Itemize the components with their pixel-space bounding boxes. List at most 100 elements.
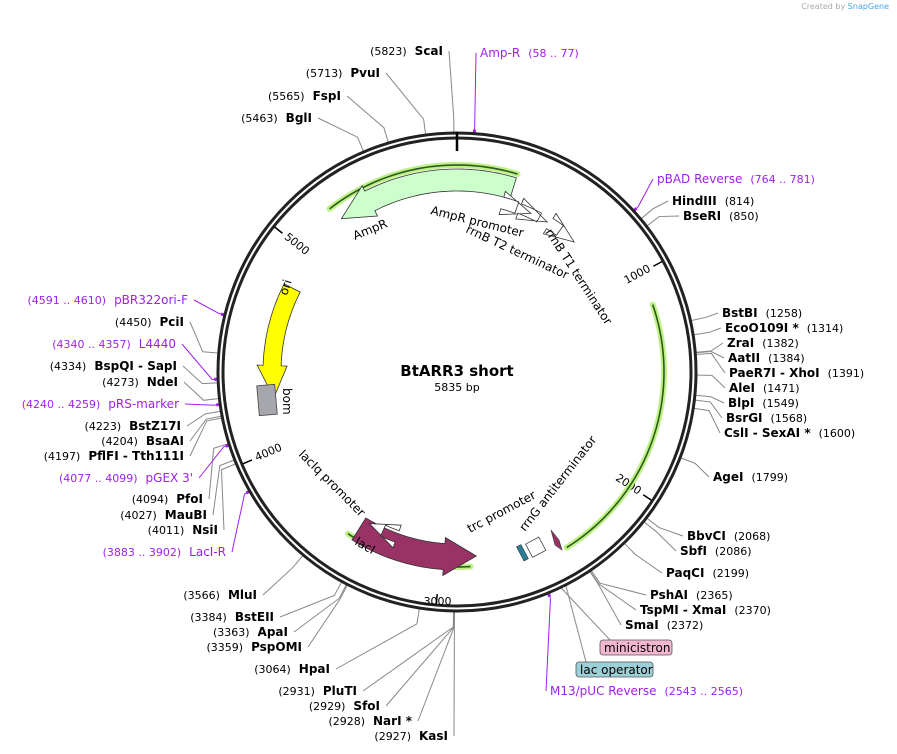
primer-label[interactable]: (3883 .. 3902)LacI-R — [103, 545, 226, 559]
feature-label[interactable]: bom — [280, 388, 294, 415]
rrng-antiterminator-feature[interactable] — [550, 529, 563, 551]
cut-site-label[interactable]: (4011)NsiI — [148, 523, 218, 537]
feature-label[interactable]: rrnG antiterminator — [516, 433, 599, 534]
feature-label[interactable]: ori — [277, 278, 295, 297]
cut-site-label[interactable]: (3363)ApaI — [213, 625, 288, 639]
rrnb-t2-terminator-feature[interactable] — [515, 197, 549, 223]
cut-site-label[interactable]: (4197)PflFI - Tth111I — [44, 449, 184, 463]
site-position: (4011) — [148, 524, 185, 537]
site-position: (4027) — [120, 509, 157, 522]
site-name: HindIII — [672, 194, 717, 208]
cut-site-label[interactable]: (4273)NdeI — [102, 375, 178, 389]
site-name: KasI — [419, 729, 448, 743]
site-position: (4334) — [50, 360, 87, 373]
site-name: MluI — [228, 588, 257, 602]
rrnb-t1-terminator-feature[interactable] — [542, 212, 575, 243]
feature-label[interactable]: lacIq promoter — [296, 447, 368, 519]
cut-site-label[interactable]: (4223) BstZ17I — [85, 419, 181, 433]
cut-site-label[interactable]: (2928)NarI * — [328, 714, 412, 728]
cut-site-label[interactable]: SbfI(2086) — [680, 544, 752, 558]
cut-site-label[interactable]: (4334) BspQI - SapI — [50, 359, 177, 373]
site-position: (4240 .. 4259) — [22, 398, 101, 411]
primer-label[interactable]: Amp-R(58 .. 77) — [480, 46, 579, 60]
cut-site-label[interactable]: PaqCI(2199) — [666, 566, 749, 580]
cut-site-label[interactable]: BsrGI(1568) — [726, 411, 807, 425]
feature-label[interactable]: rrnB T1 terminator — [542, 226, 615, 327]
ampr-orf[interactable] — [329, 164, 518, 210]
laci-feature[interactable] — [351, 517, 478, 577]
site-position: (4591 .. 4610) — [28, 294, 107, 307]
primer-label[interactable]: pBAD Reverse(764 .. 781) — [657, 172, 815, 186]
orf-right[interactable] — [566, 304, 665, 549]
cut-site-label[interactable]: PshAI(2365) — [650, 588, 733, 602]
ampr-feature[interactable] — [340, 168, 517, 220]
cut-site-label[interactable]: BlpI(1549) — [728, 396, 799, 410]
site-position: (850) — [729, 210, 759, 223]
cut-site-label[interactable]: (3566)MluI — [183, 588, 257, 602]
plasmid-length: 5835 bp — [434, 381, 479, 394]
site-name: PflFI - Tth111I — [88, 449, 184, 463]
cut-site-label[interactable]: (4094)PfoI — [132, 492, 203, 506]
cut-site-label[interactable]: BstBI(1258) — [722, 306, 802, 320]
ori-feature[interactable] — [256, 283, 301, 399]
lac-operator-label[interactable]: lac operator — [580, 663, 653, 677]
primer-label[interactable]: (4591 .. 4610)pBR322ori-F — [28, 293, 189, 307]
cut-site-label[interactable]: AgeI(1799) — [713, 470, 788, 484]
feature-label[interactable]: AmpR — [351, 216, 389, 242]
snapgene-brand: SnapGene — [847, 2, 889, 11]
site-name: BspQI - SapI — [94, 359, 177, 373]
primer-label[interactable]: (4077 .. 4099)pGEX 3' — [59, 471, 193, 485]
site-name: BstZ17I — [129, 419, 181, 433]
cut-site-label[interactable]: (3064)HpaI — [254, 662, 330, 676]
cut-site-label[interactable]: BseRI(850) — [683, 209, 759, 223]
primer-label[interactable]: M13/pUC Reverse(2543 .. 2565) — [550, 684, 743, 698]
laciq-promoter-feature[interactable] — [368, 523, 402, 549]
site-position: (2543 .. 2565) — [665, 685, 744, 698]
cut-site-label[interactable]: BbvCI(2068) — [687, 529, 770, 543]
cut-site-label[interactable]: (5713)PvuI — [306, 66, 380, 80]
cut-site-label[interactable]: (4027)MauBI — [120, 508, 207, 522]
cut-site-label[interactable]: (5823)ScaI — [370, 44, 443, 58]
site-name: PvuI — [350, 66, 380, 80]
cut-site-label[interactable]: (4450)PciI — [115, 315, 184, 329]
cut-site-label[interactable]: (2927)KasI — [374, 729, 448, 743]
cut-site-label[interactable]: (4204)BsaAI — [101, 434, 184, 448]
cut-site-label[interactable]: TspMI - XmaI(2370) — [640, 603, 771, 617]
bom-feature[interactable] — [256, 383, 278, 417]
cut-site-label[interactable]: (2929)SfoI — [309, 699, 380, 713]
primer-label[interactable]: (4340 .. 4357)L4440 — [52, 337, 176, 351]
cut-site-label[interactable]: (3359)PspOMI — [206, 640, 302, 654]
cut-site-label[interactable]: HindIII(814) — [672, 194, 754, 208]
site-name: PaeR7I - XhoI — [729, 366, 820, 380]
plasmid-name: BtARR3 short — [400, 362, 513, 380]
site-name: PaqCI — [666, 566, 704, 580]
site-position: (2365) — [696, 589, 733, 602]
cut-site-label[interactable]: ZraI(1382) — [727, 336, 799, 350]
site-name: BstBI — [722, 306, 758, 320]
minicistron-feature[interactable] — [524, 536, 547, 558]
cut-site-label[interactable]: (3384)BstEII — [190, 610, 274, 624]
cut-site-label[interactable]: AleI(1471) — [729, 381, 800, 395]
cut-site-label[interactable]: PaeR7I - XhoI(1391) — [729, 366, 864, 380]
site-name: BstEII — [235, 610, 274, 624]
cut-site-label[interactable]: SmaI(2372) — [625, 618, 703, 632]
site-position: (4223) — [85, 420, 122, 433]
site-position: (3064) — [254, 663, 291, 676]
site-name: ScaI — [415, 44, 443, 58]
lac-operator-feature[interactable] — [516, 544, 529, 562]
cut-site-label[interactable]: EcoO109I * (1314) — [725, 321, 843, 335]
site-position: (1314) — [807, 322, 844, 335]
cut-site-label[interactable]: (5565)FspI — [268, 89, 341, 103]
cut-site-label[interactable]: (5463)BglI — [241, 111, 312, 125]
minicistron-label[interactable]: minicistron — [604, 641, 670, 655]
site-name: EcoO109I * — [725, 321, 799, 335]
primer-label[interactable]: (4240 .. 4259)pRS-marker — [22, 397, 179, 411]
site-name: NdeI — [147, 375, 178, 389]
cut-site-label[interactable]: CslI - SexAI *(1600) — [724, 426, 855, 440]
cut-site-label[interactable]: (2931)PluTI — [278, 684, 357, 698]
ampr-promoter-feature[interactable] — [498, 190, 532, 215]
cut-site-label[interactable]: AatII(1384) — [728, 351, 805, 365]
site-position: (2931) — [278, 685, 315, 698]
site-position: (4204) — [101, 435, 138, 448]
site-position: (2086) — [715, 545, 752, 558]
